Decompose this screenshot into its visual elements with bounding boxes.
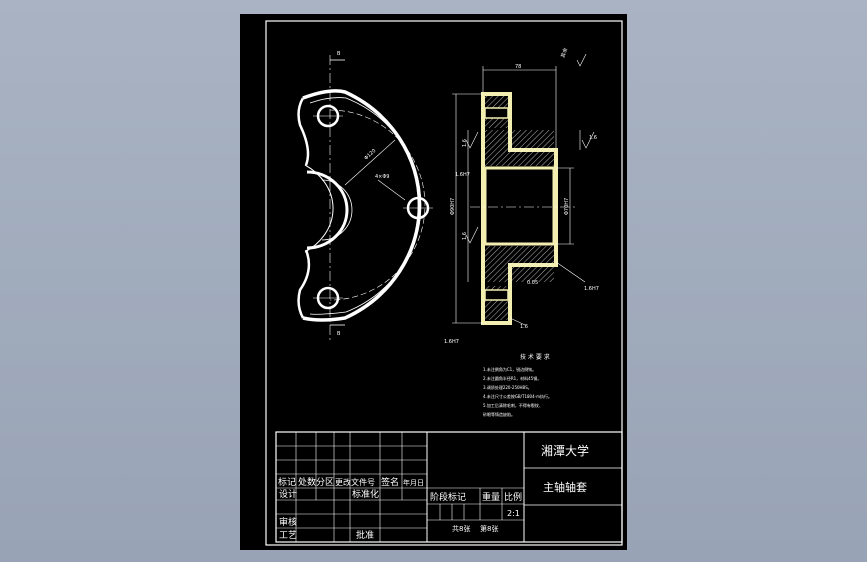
bore-outer-large <box>304 164 334 253</box>
tech-requirements: 技 术 要 求 1.未注倒角为C1，锐边倒钝。 2.未注圆角半径R1，材料45钢… <box>483 353 552 417</box>
tech-line-1: 1.未注倒角为C1，锐边倒钝。 <box>483 366 536 372</box>
roughness-symbol-left <box>465 131 479 149</box>
sheet-number: 第8张 <box>480 524 498 533</box>
dim-roughness-c: 1.6 <box>520 324 528 330</box>
roughness-symbol-left-2 <box>465 226 479 244</box>
bolt-circle <box>329 109 426 301</box>
tech-line-4: 4.未注尺寸公差按GB/T1804-m执行。 <box>483 393 552 399</box>
section-mark-bottom: B <box>337 331 341 337</box>
dim-roughness-left-a: 1.6 <box>462 139 468 147</box>
school-name: 湘潭大学 <box>541 443 589 458</box>
tech-line-2: 2.未注圆角半径R1，材料45钢。 <box>483 375 541 381</box>
dim-bottom-left: 1.6H7 <box>444 339 459 345</box>
bore-cavity <box>483 166 556 246</box>
tech-heading: 技 术 要 求 <box>520 353 550 361</box>
dim-small-b: 1.6H7 <box>584 286 599 292</box>
sheet-total: 共8张 <box>452 524 470 533</box>
bore-semicircle <box>306 170 349 250</box>
label-process: 工艺 <box>279 530 297 541</box>
row-label-3: 更改文件号 <box>335 477 375 487</box>
dim-roughness-right: 1.6 <box>589 135 597 141</box>
surface-mark: 其余 <box>559 47 569 59</box>
stage-label: 阶段标记 <box>430 491 466 503</box>
label-review: 审核 <box>279 516 297 528</box>
bore-inner <box>321 179 353 241</box>
front-view <box>297 55 433 340</box>
dim-roughness-left-b: 1.6 <box>462 232 468 240</box>
dim-top-width-label: 78 <box>515 64 521 70</box>
row-label-4: 签名 <box>381 476 399 488</box>
leader-bottom <box>509 317 526 326</box>
weight-label: 重量 <box>482 491 500 503</box>
title-block <box>275 431 623 543</box>
hole-band-bottom <box>484 289 509 301</box>
roughness-symbol-right <box>581 131 595 149</box>
dim-bore-label: Φ70H7 <box>564 198 570 215</box>
pcd-leader <box>344 139 396 186</box>
dim-left-diameter: Φ90H7 <box>450 198 456 215</box>
outer-arc <box>302 89 422 322</box>
scale-label: 比例 <box>504 491 522 503</box>
row-label-5: 年月日 <box>403 478 424 487</box>
title-block-frame <box>275 431 623 543</box>
outer-arc-inner-edge <box>309 97 422 315</box>
inner-border <box>265 20 623 546</box>
tech-line-6: 砂眼等铸造缺陷。 <box>483 411 515 417</box>
row-label-1: 处数 <box>298 476 316 488</box>
tech-line-3: 3.调质处理220-250HBS。 <box>483 384 532 390</box>
roughness-symbol-top <box>576 53 587 67</box>
scale-value: 2:1 <box>507 509 520 518</box>
tech-line-5: 5.加工后清除毛刺，不得有裂纹、 <box>483 402 543 408</box>
left-edge <box>297 97 310 166</box>
row-label-2: 分区 <box>316 477 334 488</box>
drawing-sheet <box>240 14 627 550</box>
hole-band-top <box>484 107 509 119</box>
part-name: 主轴轴套 <box>543 480 587 494</box>
label-approve: 批准 <box>356 529 374 541</box>
leader-bottom-right <box>555 261 586 283</box>
section-outline <box>481 92 558 325</box>
dim-small-a: 1.6H7 <box>455 172 470 178</box>
hole-leader <box>377 179 406 201</box>
left-edge-lower <box>297 249 311 319</box>
hatch-hub-bottom <box>485 246 554 282</box>
section-view <box>452 53 595 326</box>
section-mark-top: B <box>337 51 341 57</box>
hole-label: 4×Φ9 <box>375 174 390 180</box>
row-label-0: 标记 <box>278 476 296 488</box>
label-standard: 标准化 <box>352 488 379 500</box>
label-design: 设计 <box>279 488 297 500</box>
hatch-hub-top <box>485 130 554 166</box>
dim-small-c: 0.05 <box>527 280 538 286</box>
